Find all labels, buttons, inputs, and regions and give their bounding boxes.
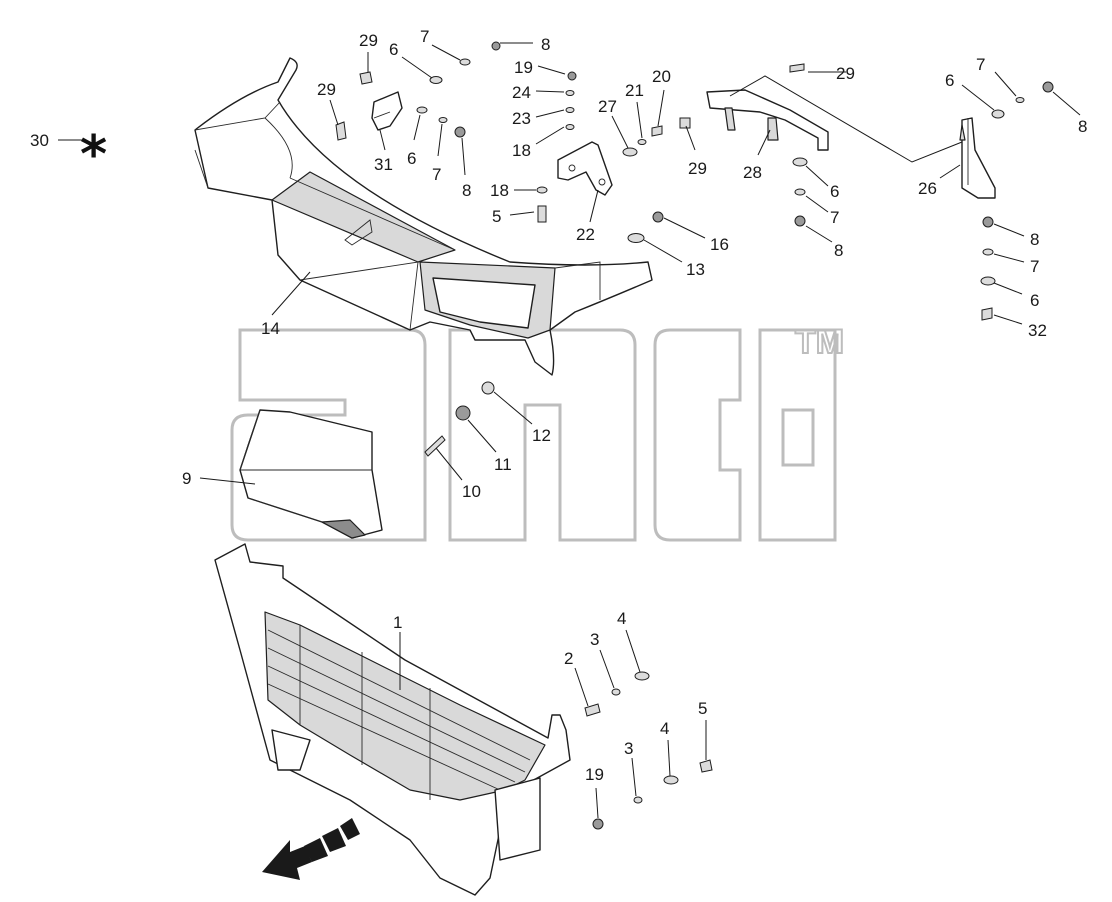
bracket-part-26 (959, 117, 996, 199)
callout-21: 21 (625, 81, 644, 100)
trademark-text: TM (795, 323, 844, 361)
callout-3: 3 (624, 739, 633, 758)
callout-8: 8 (1030, 230, 1039, 249)
callout-29: 29 (688, 159, 707, 178)
callout-20: 20 (652, 67, 671, 86)
callout-3: 3 (590, 630, 599, 649)
callout-2: 2 (564, 649, 573, 668)
callout-11: 11 (494, 455, 512, 474)
asterisk-symbol: * (80, 125, 107, 185)
corner-piece-part-9 (239, 409, 383, 539)
callout-5: 5 (698, 699, 707, 718)
leader-lines (58, 42, 1081, 819)
callout-6: 6 (407, 149, 416, 168)
callout-7: 7 (976, 55, 985, 74)
callout-7: 7 (1030, 257, 1039, 276)
callout-8: 8 (462, 181, 471, 200)
callout-7: 7 (830, 208, 839, 227)
callout-6: 6 (945, 71, 954, 90)
grille-part-1 (214, 543, 571, 896)
callout-6: 6 (389, 40, 398, 59)
callout-9: 9 (182, 469, 191, 488)
callout-13: 13 (686, 260, 705, 279)
upper-bumper-part-14 (194, 57, 653, 376)
callout-1: 1 (393, 613, 402, 632)
callout-24: 24 (512, 83, 531, 102)
callout-5: 5 (492, 207, 501, 226)
bracket-part-28 (706, 89, 829, 151)
callout-19: 19 (585, 765, 604, 784)
callout-23: 23 (512, 109, 531, 128)
callout-32: 32 (1028, 321, 1047, 340)
callout-19: 19 (514, 58, 533, 77)
bracket-part-31 (371, 91, 403, 131)
callout-12: 12 (532, 426, 551, 445)
callout-14: 14 (261, 319, 280, 338)
callout-27: 27 (598, 97, 617, 116)
front-direction-arrow (262, 818, 360, 880)
callout-10: 10 (462, 482, 481, 501)
callout-8: 8 (1078, 117, 1087, 136)
callout-4: 4 (617, 609, 626, 628)
hardware-fasteners (335, 41, 1054, 830)
callout-6: 6 (830, 182, 839, 201)
callout-18: 18 (512, 141, 531, 160)
callout-31: 31 (374, 155, 393, 174)
callout-7: 7 (420, 27, 429, 46)
callout-8: 8 (541, 35, 550, 54)
callout-16: 16 (710, 235, 729, 254)
callout-28: 28 (743, 163, 762, 182)
callout-26: 26 (918, 179, 937, 198)
callout-4: 4 (660, 719, 669, 738)
callout-labels: 29 7 8 6 19 24 23 18 18 5 22 29 31 6 7 8… (30, 27, 1087, 784)
callout-29: 29 (359, 31, 378, 50)
callout-29: 29 (836, 64, 855, 83)
callout-18: 18 (490, 181, 509, 200)
callout-8: 8 (834, 241, 843, 260)
callout-7: 7 (432, 165, 441, 184)
callout-22: 22 (576, 225, 595, 244)
watermark-logo: TM (230, 322, 845, 542)
callout-30: 30 (30, 131, 49, 150)
callout-29: 29 (317, 80, 336, 99)
bracket-part-22 (557, 141, 613, 196)
callout-6: 6 (1030, 291, 1039, 310)
